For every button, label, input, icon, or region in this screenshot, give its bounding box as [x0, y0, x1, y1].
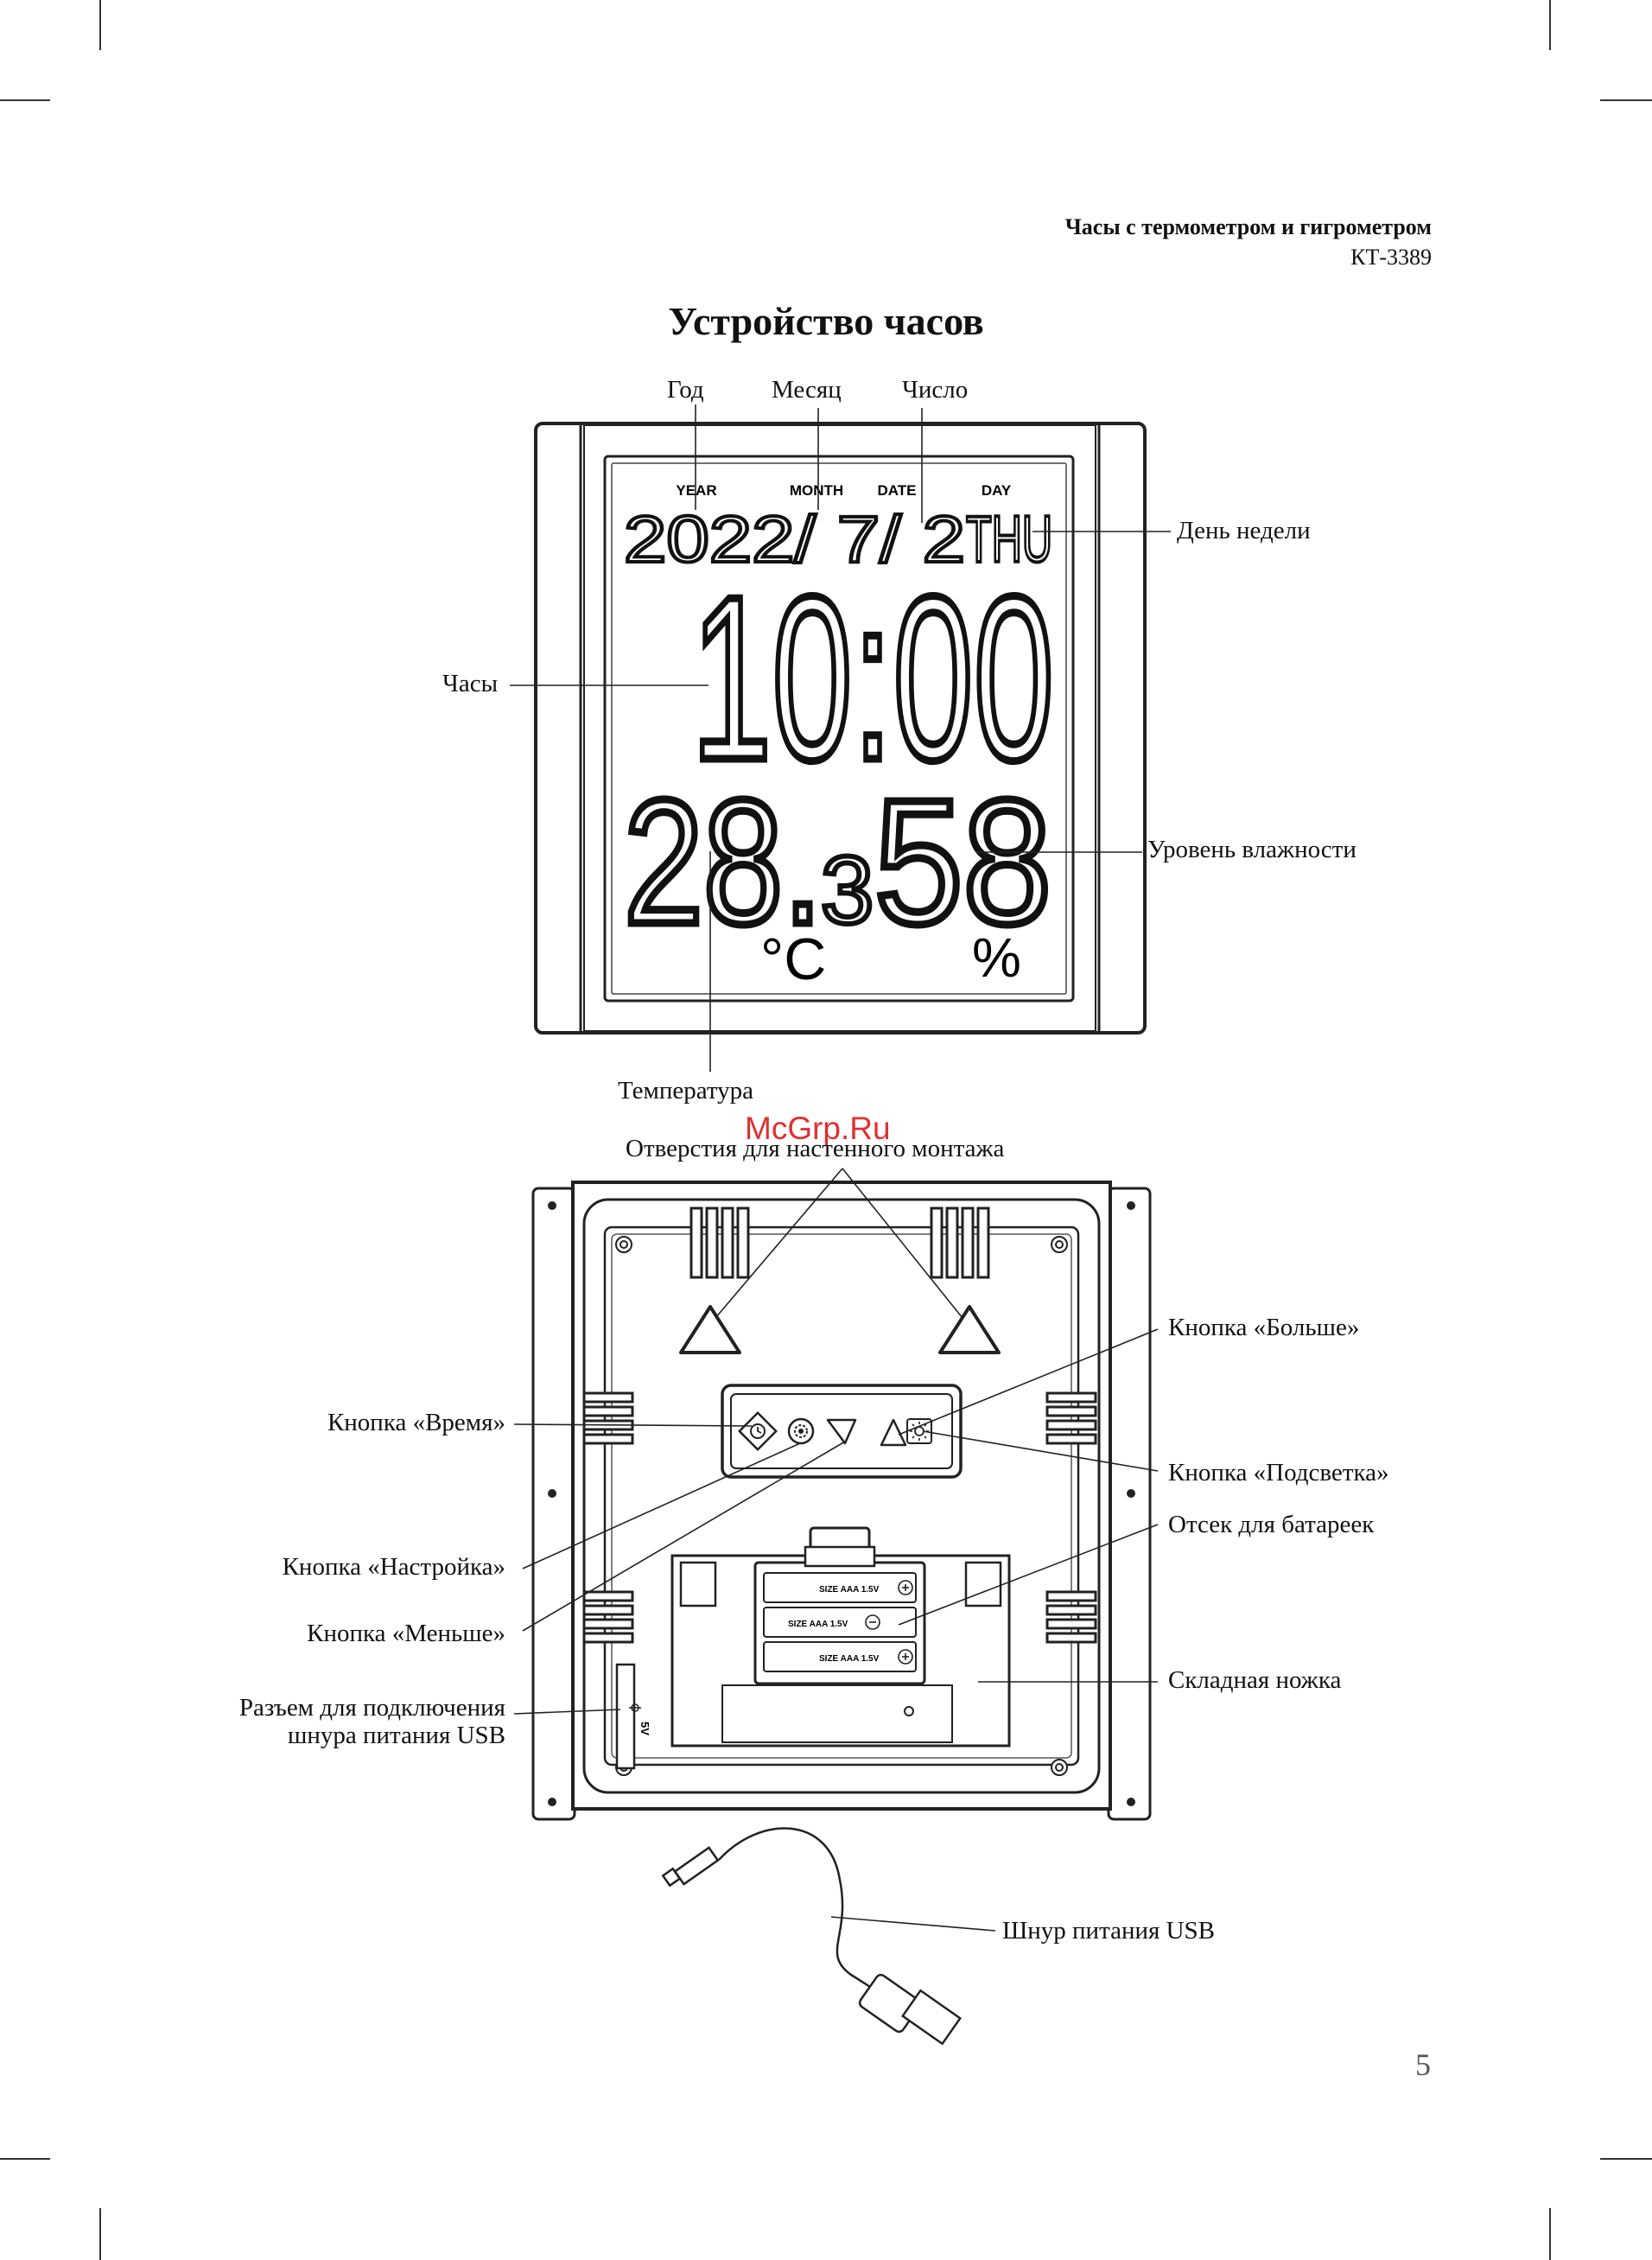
- label-year: Год: [667, 376, 704, 404]
- label-down-button: Кнопка «Меньше»: [307, 1620, 505, 1647]
- clock-icon: [750, 1423, 766, 1439]
- usb-plug: [858, 1973, 963, 2046]
- crop-mark: [1600, 2158, 1652, 2160]
- mount-hole-left: [679, 1305, 741, 1354]
- label-up-button: Кнопка «Больше»: [1168, 1314, 1360, 1341]
- product-title: Часы с термометром и гигрометром: [1064, 214, 1432, 239]
- lcd-humidity-unit: %: [972, 926, 1021, 989]
- crop-mark: [1549, 2208, 1551, 2260]
- label-usb-port-line1: Разъем для подключения: [238, 1694, 505, 1722]
- lcd-screen: [603, 455, 1075, 1003]
- label-temperature: Температура: [618, 1077, 754, 1105]
- label-light-button: Кнопка «Подсветка»: [1168, 1459, 1389, 1487]
- lcd-caption-date: DATE: [877, 482, 916, 499]
- battery-cell-label: SIZE AAA 1.5V: [788, 1620, 848, 1629]
- page-number: 5: [1415, 2047, 1431, 2082]
- label-battery-compartment: Отсек для батареек: [1168, 1511, 1375, 1538]
- time-button[interactable]: [738, 1411, 778, 1451]
- lcd-caption-year: YEAR: [676, 482, 716, 499]
- usb-port: [615, 1663, 636, 1770]
- section-title: Устройство часов: [668, 299, 984, 343]
- setting-button[interactable]: [787, 1417, 815, 1445]
- label-usb-cable: Шнур питания USB: [1002, 1917, 1216, 1945]
- crop-mark: [1549, 0, 1551, 50]
- lcd-temperature: 28.: [624, 763, 823, 961]
- lcd-date-line: 2022/ 7/ 2: [624, 503, 965, 576]
- label-date: Число: [902, 376, 969, 404]
- label-weekday: День недели: [1177, 517, 1311, 544]
- label-folding-stand: Складная ножка: [1168, 1666, 1342, 1694]
- dc-plug: [661, 1846, 720, 1888]
- crop-mark: [0, 99, 50, 101]
- mount-hole-right: [938, 1305, 1001, 1354]
- model-number: КТ-3389: [1350, 245, 1432, 270]
- label-month: Месяц: [772, 376, 842, 404]
- front-view-diagram: YEAR MONTH DATE DAY 2022/ 7/ 2 THU 10:00…: [510, 404, 1171, 1072]
- crop-mark: [99, 2208, 101, 2260]
- lcd-temperature-decimal: 3: [821, 837, 874, 944]
- lcd-humidity: 58: [874, 763, 1052, 961]
- lcd-time: 10:00: [691, 549, 1054, 809]
- label-setting-button: Кнопка «Настройка»: [282, 1553, 505, 1581]
- crop-mark: [0, 2158, 50, 2160]
- lcd-weekday: THU: [966, 503, 1052, 576]
- label-clock: Часы: [442, 670, 499, 697]
- back-view-diagram: SIZE AAA 1.5V SIZE AAA 1.5V SIZE AAA 1.5…: [513, 1168, 1159, 2046]
- lcd-caption-day: DAY: [982, 482, 1012, 499]
- battery-cell-label: SIZE AAA 1.5V: [819, 1654, 880, 1664]
- crop-mark: [1600, 99, 1652, 101]
- watermark: McGrp.Ru: [745, 1111, 891, 1146]
- crop-mark: [99, 0, 101, 50]
- gear-icon: [794, 1424, 808, 1438]
- label-usb-port-line2: шнура питания USB: [288, 1722, 505, 1749]
- lcd-temperature-unit: °C: [760, 926, 826, 992]
- lcd-caption-month: MONTH: [790, 482, 843, 499]
- label-humidity: Уровень влажности: [1147, 836, 1357, 863]
- label-mount-holes: Отверстия для настенного монтажа: [626, 1135, 1005, 1162]
- port-marking: 5V: [639, 1722, 651, 1735]
- label-time-button: Кнопка «Время»: [327, 1409, 505, 1436]
- up-button[interactable]: [880, 1418, 907, 1447]
- usb-cable: [718, 1827, 899, 2002]
- battery-cell-label: SIZE AAA 1.5V: [819, 1585, 880, 1595]
- down-button[interactable]: [826, 1418, 857, 1445]
